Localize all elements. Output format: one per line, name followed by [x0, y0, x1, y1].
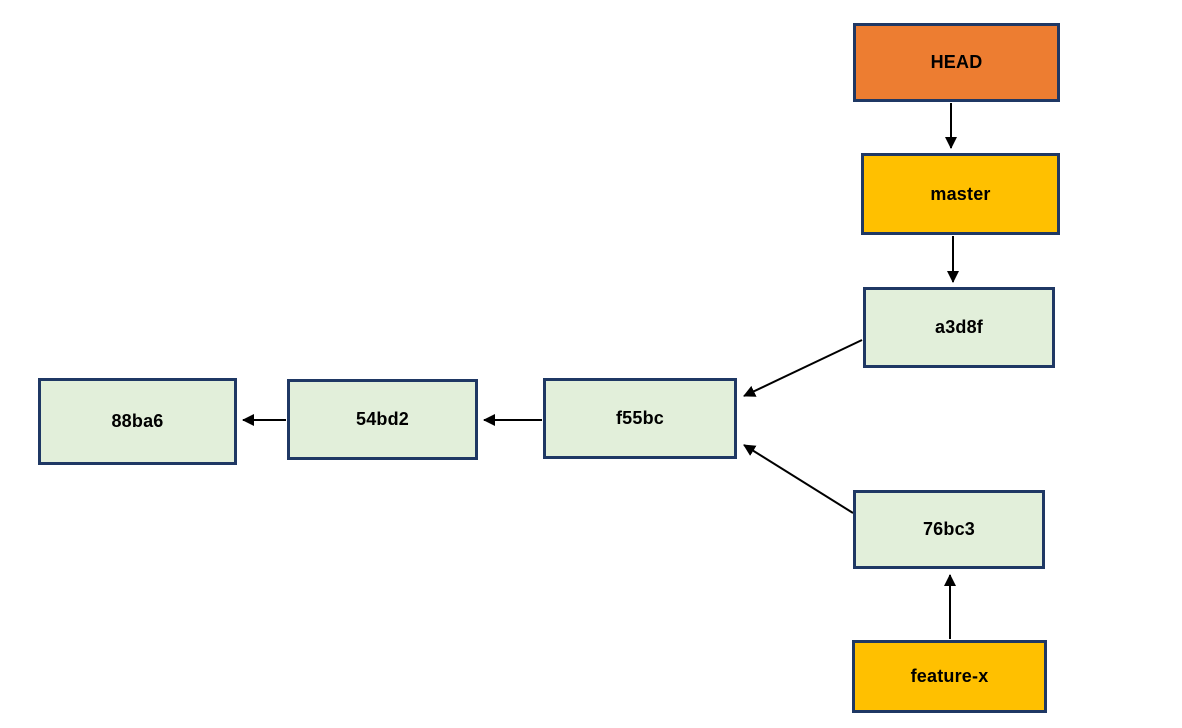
head-pointer-node: HEAD	[853, 23, 1060, 102]
commit-node-88ba6: 88ba6	[38, 378, 237, 465]
branch-label-feature-x: feature-x	[910, 666, 989, 686]
commit-node-76bc3: 76bc3	[853, 490, 1045, 569]
commit-label-54bd2: 54bd2	[355, 409, 410, 429]
edge-76bc3-to-f55bc-arrow	[743, 444, 854, 514]
commit-node-f55bc: f55bc	[543, 378, 737, 459]
branch-node-feature-x: feature-x	[852, 640, 1047, 713]
commit-label-76bc3: 76bc3	[922, 519, 976, 539]
edge-a3d8f-to-f55bc-arrow	[743, 339, 863, 397]
commit-label-f55bc: f55bc	[615, 408, 665, 428]
commit-label-a3d8f: a3d8f	[934, 317, 984, 337]
commit-label-88ba6: 88ba6	[111, 411, 164, 431]
commit-node-a3d8f: a3d8f	[863, 287, 1055, 368]
commit-node-54bd2: 54bd2	[287, 379, 478, 460]
branch-label-master: master	[930, 183, 991, 204]
head-pointer-label: HEAD	[930, 52, 983, 72]
branch-node-master: master	[861, 153, 1060, 235]
